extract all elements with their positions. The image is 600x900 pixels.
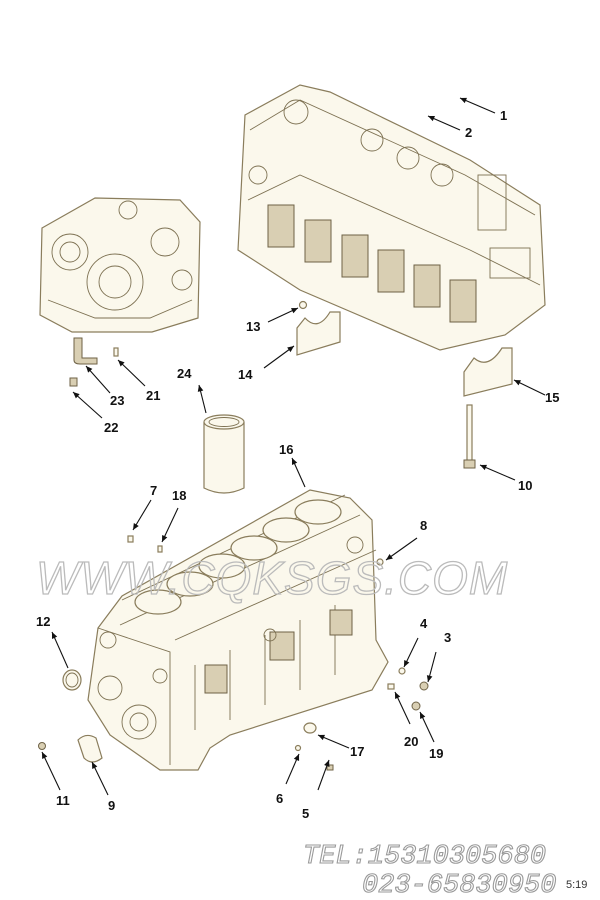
callout-11: 11 [56,793,70,808]
callout-19: 19 [429,746,443,761]
callout-20: 20 [404,734,418,749]
callout-1: 1 [500,108,507,123]
leader-arrowhead [118,360,125,367]
leader-arrowhead [395,692,401,699]
callout-5: 5 [302,806,309,821]
contact-tel: TEL:15310305680 [303,842,546,872]
leader-arrowhead [318,734,325,741]
leader-arrowhead [133,523,139,530]
leader-arrowhead [460,97,467,104]
leader-arrowhead [51,632,58,639]
callout-3: 3 [444,630,451,645]
leader-arrowhead [197,385,204,392]
callout-4: 4 [420,616,428,631]
callout-7: 7 [150,483,157,498]
callout-8: 8 [420,518,427,533]
callout-6: 6 [276,791,283,806]
callout-labels: 1 2 3 4 5 6 7 8 9 10 11 12 13 14 15 16 1… [36,108,559,821]
callout-24: 24 [177,366,192,381]
leader-arrowhead [293,754,300,761]
lower-block-small-parts [38,535,429,771]
callout-15: 15 [545,390,559,405]
leader-arrowhead [162,535,168,542]
main-bearing-caps [296,300,513,469]
leader-arrowhead [426,675,433,682]
callout-23: 23 [110,393,124,408]
leader-arrowhead [42,752,48,759]
front-gear-housing [39,197,201,333]
leader-arrowhead [480,464,487,471]
callout-22: 22 [104,420,118,435]
gear-housing-fasteners [69,337,119,387]
contact-phone: 023-65830950 [362,871,556,900]
callout-12: 12 [36,614,50,629]
leader-arrowhead [292,458,298,465]
callout-2: 2 [465,125,472,140]
leader-arrowhead [386,553,393,560]
leader-arrowhead [428,115,435,122]
leader-arrowhead [514,380,521,386]
cylinder-block-top-view [87,489,389,771]
callout-13: 13 [246,319,260,334]
callout-17: 17 [350,744,364,759]
leader-arrowhead [86,366,93,373]
callout-16: 16 [279,442,293,457]
callout-14: 14 [238,367,253,382]
callout-10: 10 [518,478,532,493]
leader-arrowhead [324,760,330,767]
leader-arrowhead [287,346,294,353]
leader-lines [41,97,546,796]
leader-arrowhead [92,762,98,769]
cylinder-block-bottom-view [237,84,546,351]
leader-arrowhead [404,660,410,667]
leader-arrowhead [291,308,298,314]
leader-arrowhead [73,392,80,399]
watermark-text: WWW.CQKSGS.COM [36,552,508,604]
callout-9: 9 [108,798,115,813]
callout-21: 21 [146,388,160,403]
cylinder-liner [203,414,245,494]
corner-mark: 5:19 [566,879,587,891]
callout-18: 18 [172,488,186,503]
leader-arrowhead [420,712,426,719]
